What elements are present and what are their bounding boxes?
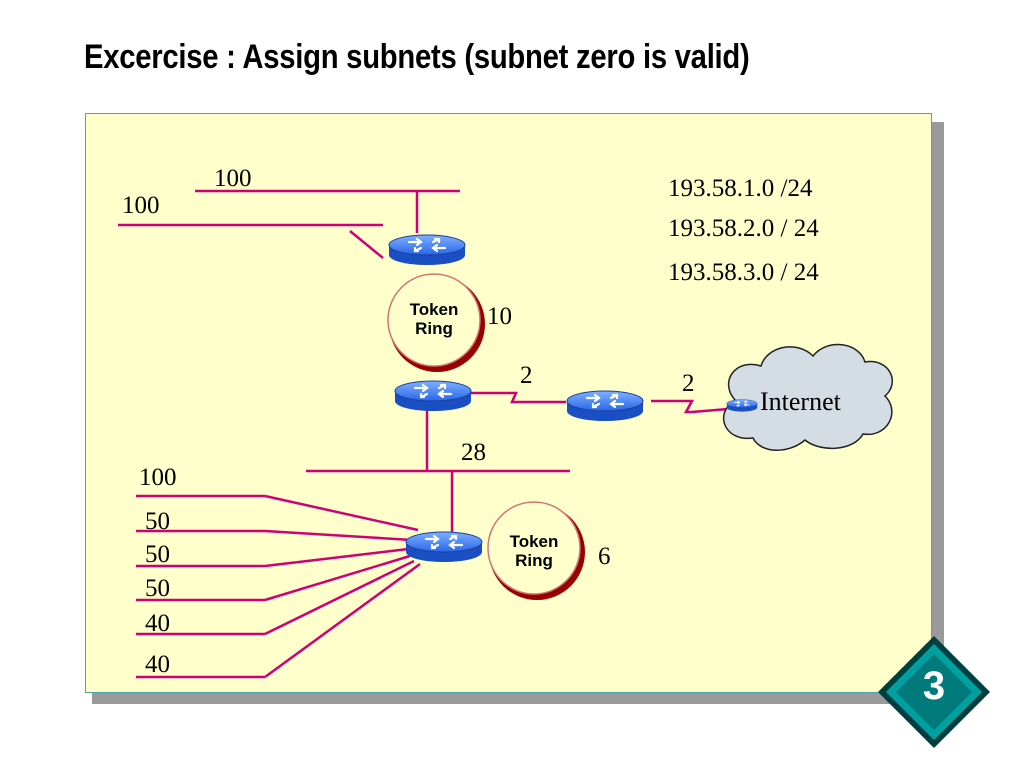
label-branch-lan-4: 50 [145,575,170,602]
serial-link-1 [470,391,566,404]
token-ring-top-label: Token Ring [409,300,459,338]
label-branch-lan-1: 100 [139,464,177,491]
label-backbone-lan: 28 [461,439,486,466]
label-branch-lan-5: 40 [145,610,170,637]
branch-link-2 [264,529,413,542]
serial-link-2 [651,399,729,414]
branch-link-5 [264,559,415,636]
internet-cloud-icon [723,343,894,451]
address-block-1: 193.58.1.0 /24 [668,175,813,202]
label-top-lan-a: 100 [214,165,252,192]
slide-number-badge [878,636,990,748]
branch-link-4 [264,554,411,602]
link-top-b-router [349,230,384,259]
label-serial-link-2: 2 [682,370,695,397]
slide-title: Excercise : Assign subnets (subnet zero … [84,38,750,76]
branch-link-1 [264,494,419,532]
label-branch-lan-6: 40 [145,651,170,678]
label-serial-link-1: 2 [520,362,533,389]
slide-number: 3 [922,664,946,708]
label-top-lan-b: 100 [122,192,160,219]
address-block-2: 193.58.2.0 / 24 [668,215,819,242]
label-token-ring-bottom: 6 [598,543,611,570]
branch-link-3 [264,547,409,568]
router-top-icon [387,233,467,267]
router-bottom-icon [404,530,484,564]
internet-label: Internet [760,387,841,416]
router-middle-icon [393,379,473,413]
label-branch-lan-3: 50 [145,541,170,568]
token-ring-bottom-label: Token Ring [509,532,559,570]
label-branch-lan-2: 50 [145,508,170,535]
label-token-ring-top: 10 [487,303,512,330]
address-block-3: 193.58.3.0 / 24 [668,259,819,286]
branch-link-6 [264,562,421,679]
router-edge-icon [565,389,645,423]
